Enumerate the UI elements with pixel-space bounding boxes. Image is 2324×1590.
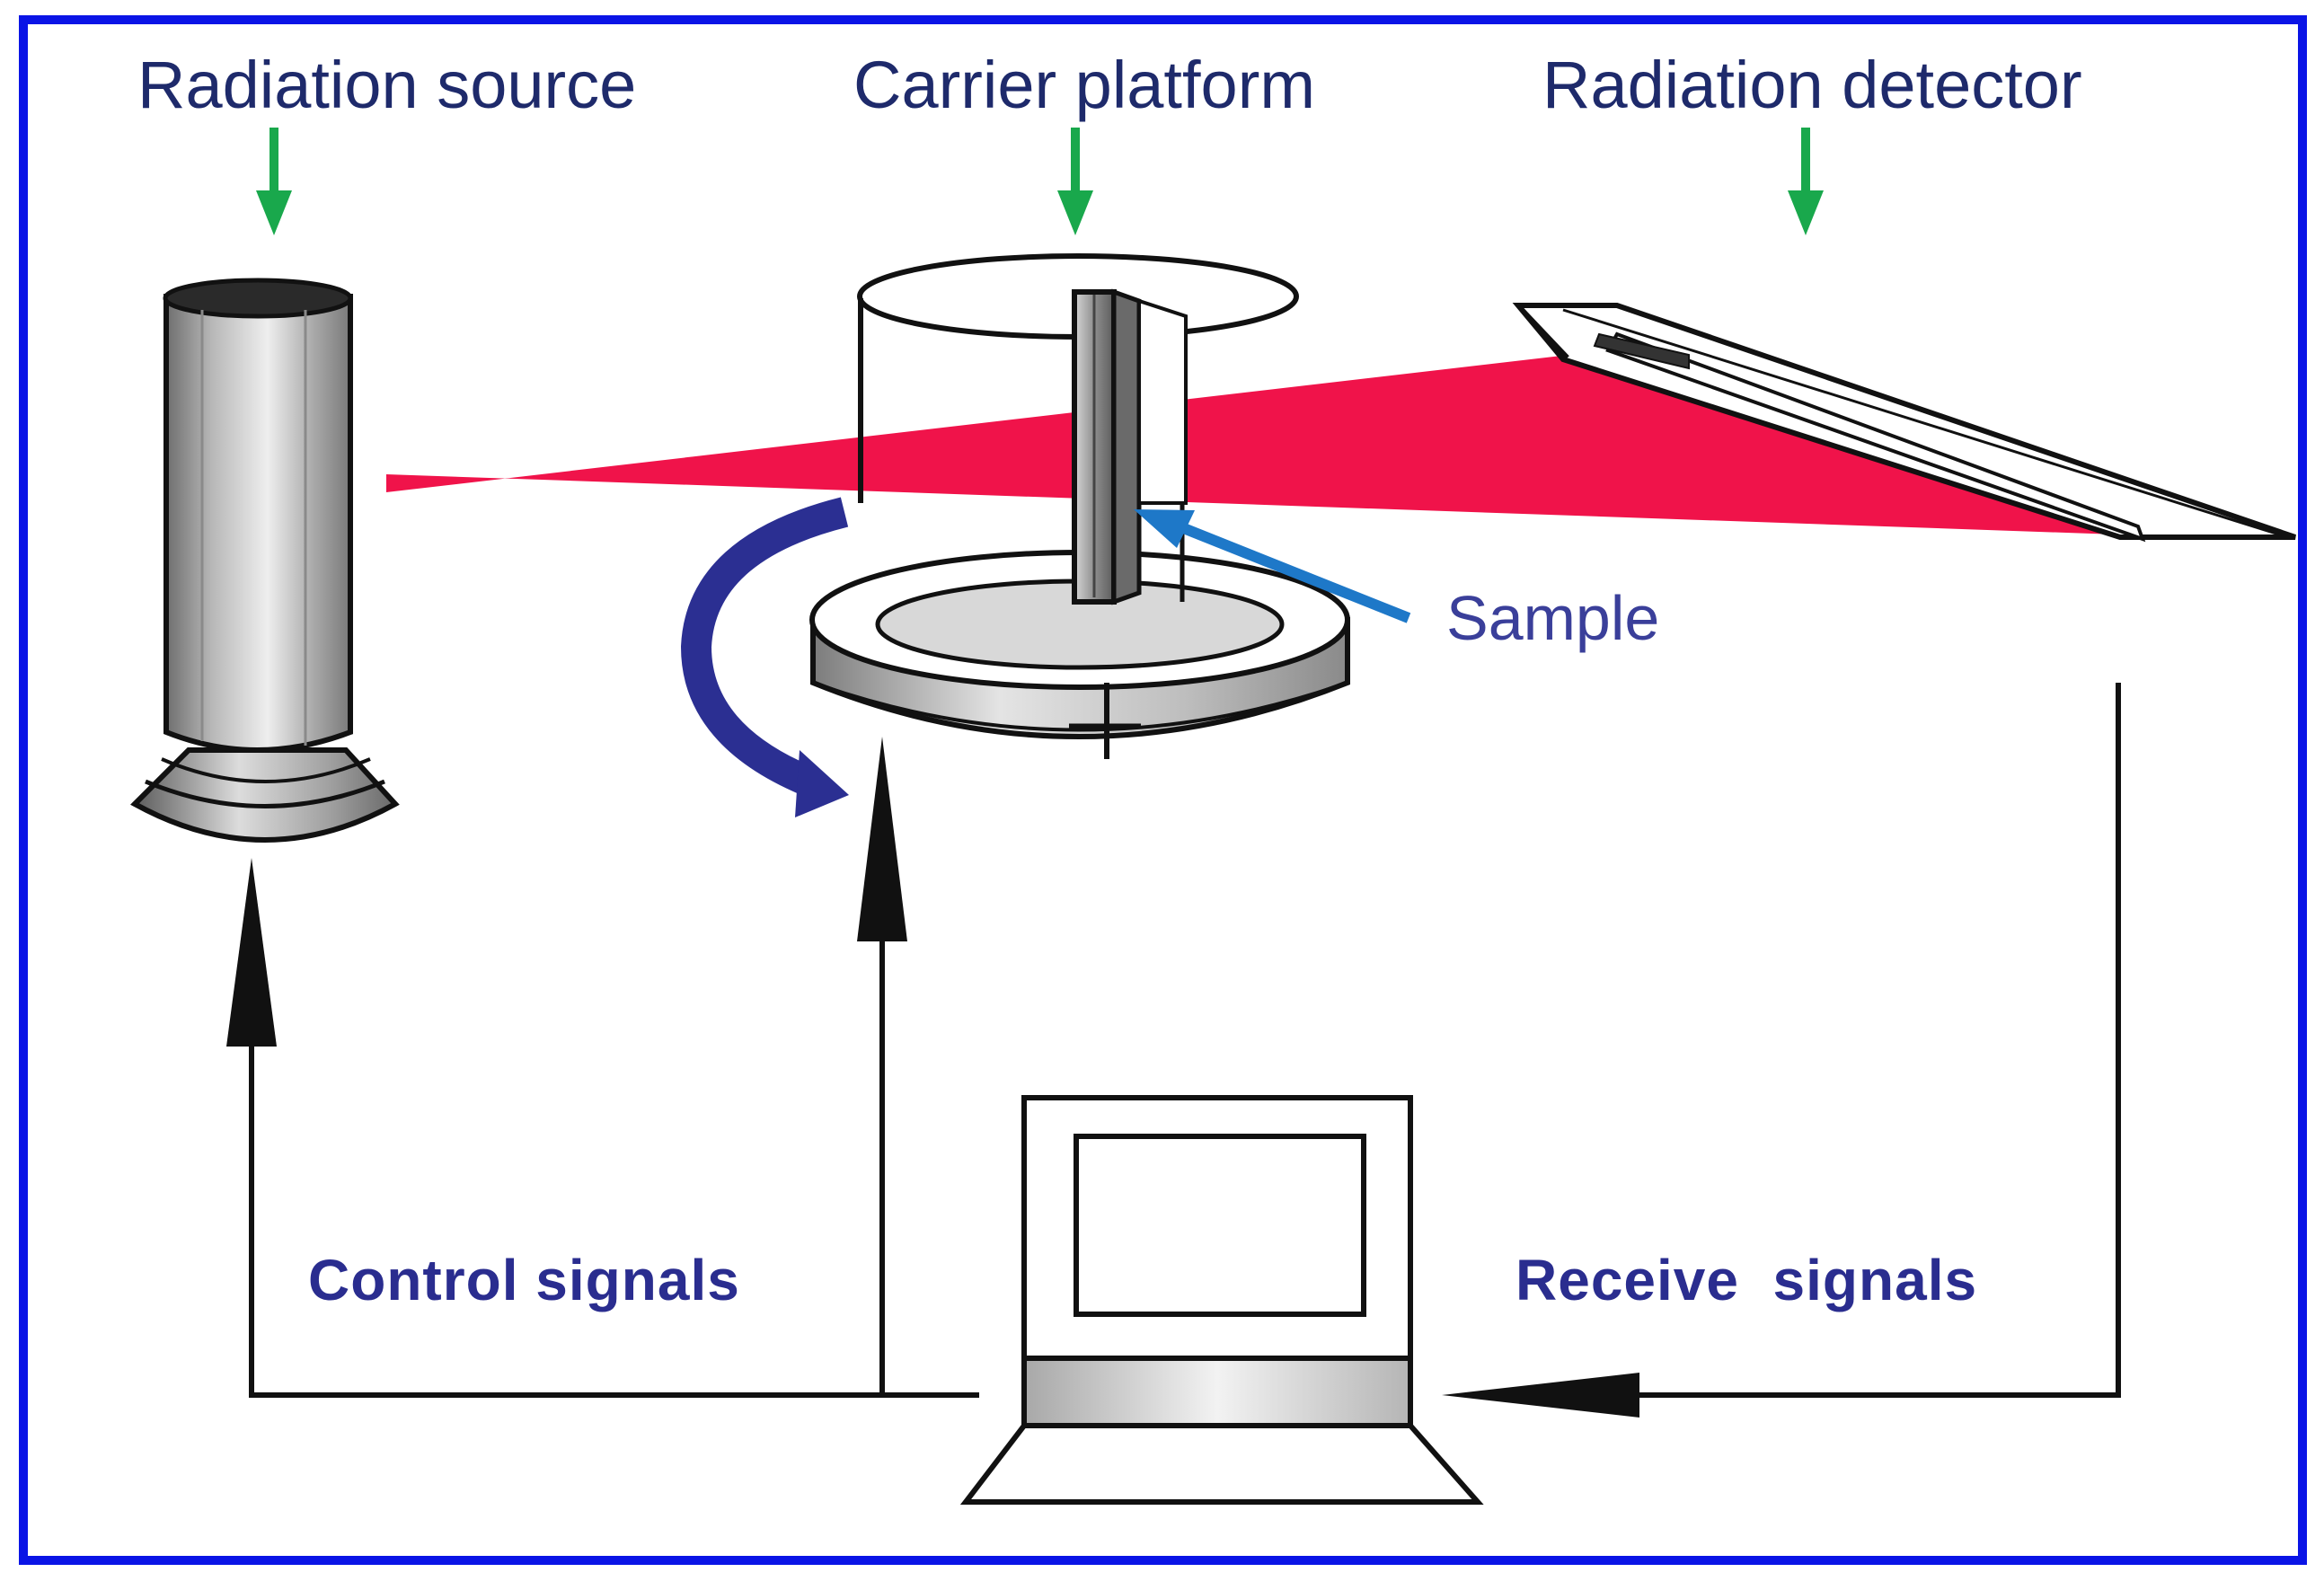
sample-label: Sample (1446, 583, 1659, 653)
carrier-platform-label: Carrier platform (853, 48, 1315, 122)
rotation-arrow-icon (680, 497, 849, 817)
control-signals-label: Control signals (308, 1248, 740, 1312)
green-arrow-icon (1057, 128, 1093, 235)
radiation-detector-label: Radiation detector (1542, 48, 2082, 122)
control-signal-lines (249, 934, 979, 1398)
rotating-carrier-platform-icon (809, 253, 1350, 759)
radiation-source-cylinder-icon (130, 278, 400, 843)
receive-signals-label: Receive signals (1515, 1248, 1977, 1312)
green-arrow-icon (256, 128, 292, 235)
platform-control-arrowhead (857, 737, 907, 941)
sample-pointer-arrow (1134, 509, 1411, 623)
radiation-source-label: Radiation source (137, 48, 636, 122)
flat-panel-detector-icon (1512, 303, 2296, 543)
receive-signal-line (1617, 683, 2121, 1398)
green-arrow-icon (1788, 128, 1824, 235)
source-control-arrowhead (226, 858, 277, 1047)
receive-signal-arrowhead (1442, 1373, 1639, 1418)
computer-terminal-icon (959, 1095, 1484, 1505)
